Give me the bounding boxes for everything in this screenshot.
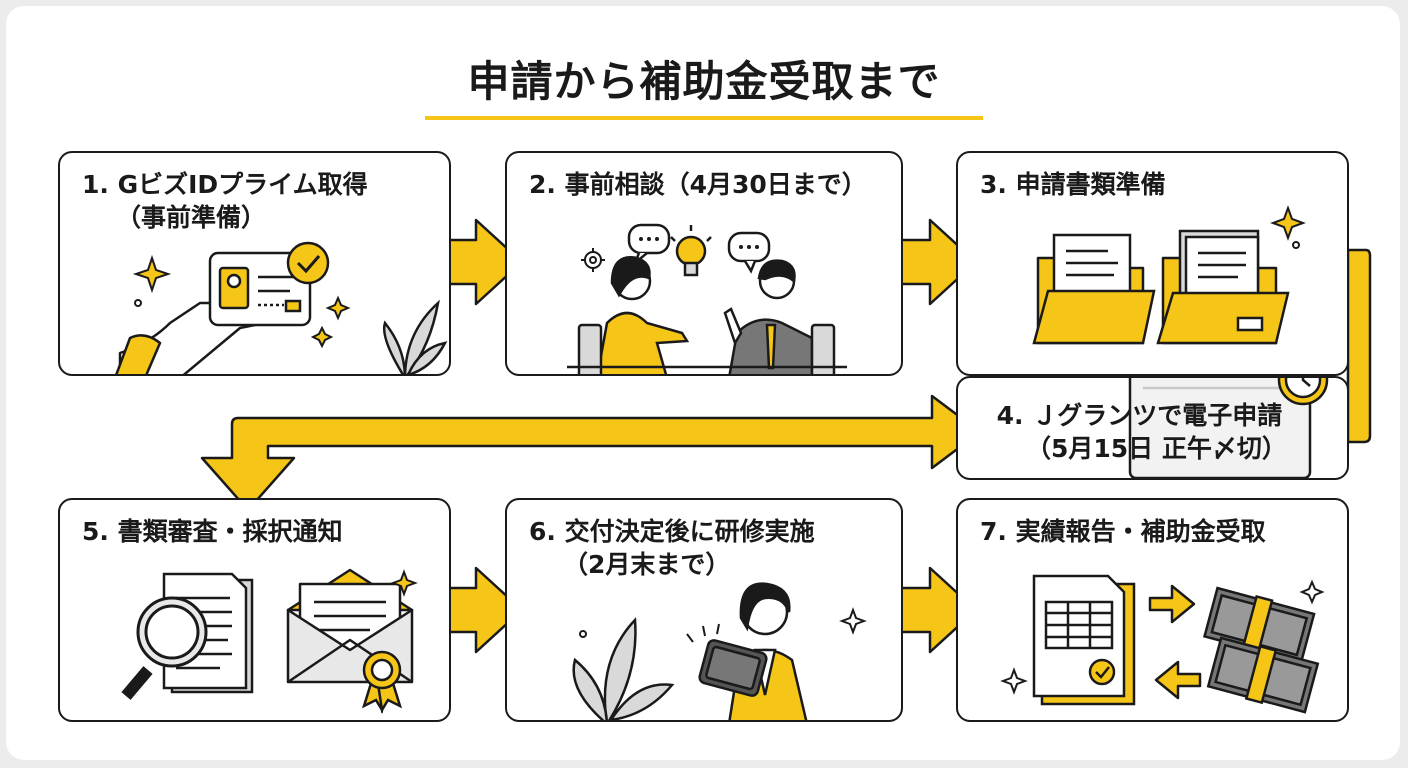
- check-badge-icon: [1088, 658, 1116, 686]
- step-card-3: 3. 申請書類準備: [956, 151, 1349, 376]
- sparkle-icon: [132, 254, 351, 349]
- laptop-icon: [1128, 378, 1312, 478]
- sparkle-icon: [1000, 579, 1325, 695]
- sparkle-icon: [1270, 205, 1306, 249]
- step-title-3: 3. 申請書類準備: [980, 169, 1166, 202]
- step-illustration-1: [115, 241, 448, 374]
- step-sub-4: （5月15日 正午〆切）: [1026, 433, 1287, 463]
- flow-bracket-3-4: [1346, 248, 1372, 444]
- step-label-6: 6. 交付決定後に研修実施: [529, 517, 815, 546]
- report-icon: [1032, 574, 1136, 706]
- check-badge-icon: [286, 241, 330, 285]
- gear-icon: [581, 248, 605, 272]
- step-card-6: 6. 交付決定後に研修実施 （2月末まで）: [505, 498, 903, 722]
- step-title-5: 5. 書類審査・採択通知: [82, 516, 343, 549]
- step-illustration-7: [1000, 574, 1325, 714]
- sparkle-icon: [390, 569, 418, 597]
- id-card-icon: [208, 251, 312, 327]
- plant-icon: [382, 299, 448, 374]
- step-label-3: 3. 申請書類準備: [980, 170, 1166, 199]
- money-stack-icon: [1202, 586, 1320, 714]
- step-card-4: 4. Ｊグランツで電子申請 （5月15日 正午〆切）: [956, 376, 1349, 480]
- step-illustration-4: [1128, 378, 1329, 478]
- step-illustration-3: [1032, 205, 1306, 345]
- step-label-1: 1. GビズIDプライム取得: [82, 170, 368, 199]
- step-title-4: 4. Ｊグランツで電子申請 （5月15日 正午〆切）: [992, 400, 1287, 465]
- page-title: 申請から補助金受取まで: [467, 57, 941, 106]
- magnifier-icon: [121, 596, 208, 700]
- man-icon: [723, 259, 814, 374]
- tablet-icon: [698, 639, 768, 697]
- step-label-7: 7. 実績報告・補助金受取: [980, 517, 1266, 546]
- step-card-7: 7. 実績報告・補助金受取: [956, 498, 1349, 722]
- lightbulb-icon: [670, 225, 712, 277]
- arrow-icon: [1148, 584, 1202, 700]
- step-card-1: 1. GビズIDプライム取得 （事前準備）: [58, 151, 451, 376]
- flow-arrow-4-5: [200, 394, 982, 512]
- step-title-1: 1. GビズIDプライム取得 （事前準備）: [82, 169, 368, 234]
- ribbon-icon: [361, 650, 403, 714]
- step-label-2: 2. 事前相談（4月30日まで）: [529, 170, 867, 199]
- plant-icon: [572, 617, 675, 720]
- sparkle-icon: [839, 607, 867, 635]
- step-illustration-6: [572, 582, 867, 720]
- step-title-7: 7. 実績報告・補助金受取: [980, 516, 1266, 549]
- step-label-5: 5. 書類審査・採択通知: [82, 517, 343, 546]
- step-illustration-2: [567, 223, 847, 374]
- woman-icon: [596, 256, 690, 374]
- step-sub-6: （2月末まで）: [563, 549, 731, 579]
- step-card-2: 2. 事前相談（4月30日まで）: [505, 151, 903, 376]
- title-underline: [425, 116, 983, 120]
- step-illustration-5: [121, 568, 418, 714]
- step-card-5: 5. 書類審査・採択通知: [58, 498, 451, 722]
- step-title-6: 6. 交付決定後に研修実施 （2月末まで）: [529, 516, 815, 581]
- step-sub-1: （事前準備）: [116, 202, 267, 232]
- clock-icon: [1277, 378, 1329, 406]
- step-label-4: 4. Ｊグランツで電子申請: [996, 401, 1283, 430]
- step-title-2: 2. 事前相談（4月30日まで）: [529, 169, 867, 202]
